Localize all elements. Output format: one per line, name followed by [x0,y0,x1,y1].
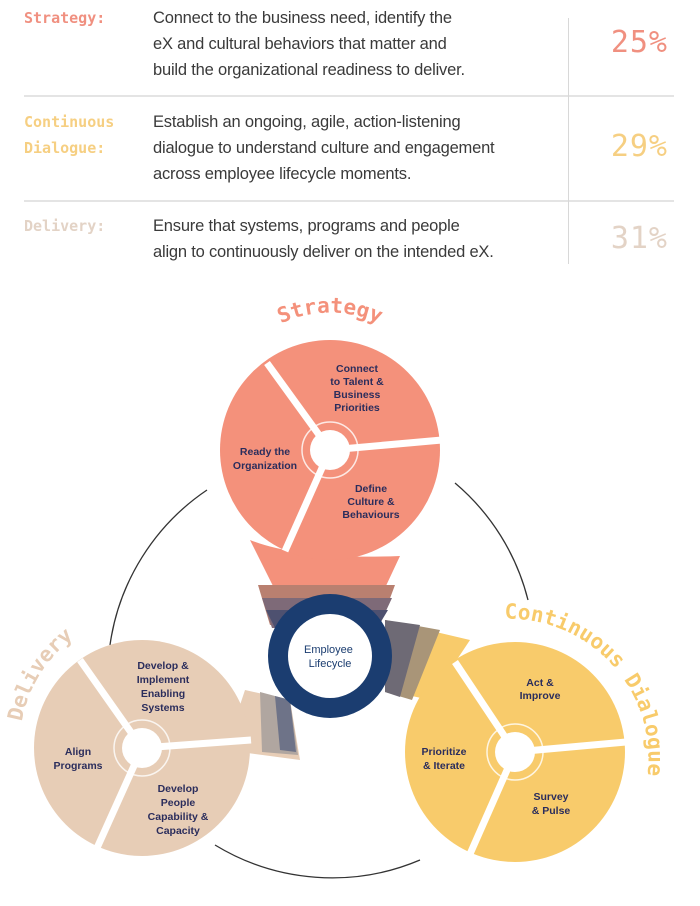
category-label: Delivery: [24,213,105,239]
category-line: Continuous [24,113,115,131]
description: Ensure that systems, programs and people… [153,213,494,265]
description-line: dialogue to understand culture and engag… [153,139,495,157]
percent-value: 25% [610,25,668,60]
category-line: Dialogue: [24,139,106,157]
segment-act-improve: Act &Improve [520,677,561,702]
description-line: Ensure that systems, programs and people [153,217,460,235]
percent-value: 31% [610,221,668,256]
funnel-dialogue [385,620,470,700]
description-line: Establish an ongoing, agile, action-list… [153,113,461,131]
orbit-arc [214,844,421,879]
description-line: across employee lifecycle moments. [153,165,412,183]
description: Establish an ongoing, agile, action-list… [153,109,495,187]
center-core [288,614,372,698]
divider [24,95,674,97]
description-line: Connect to the business need, identify t… [153,9,452,27]
center-label: Employee Lifecycle [304,644,356,670]
description-line: eX and cultural behaviors that matter an… [153,35,447,53]
category-line: Strategy: [24,9,106,27]
category-line: Delivery: [24,217,106,235]
description-line: align to continuously deliver on the int… [153,243,494,261]
strategy-title: Strategy [274,293,387,328]
orbit-arc [454,482,529,601]
orbit-arc [109,489,208,646]
percent-value: 29% [610,129,668,164]
orbit-arcs [109,482,529,879]
category-label: Continuous Dialogue: [24,109,114,161]
column-divider [568,18,569,264]
dialogue-circle: Act &Improve Prioritize& Iterate Survey&… [405,642,627,862]
description: Connect to the business need, identify t… [153,5,465,83]
description-line: build the organizational readiness to de… [153,61,465,79]
segment-prioritize-iterate: Prioritize& Iterate [422,746,467,772]
segment-survey-pulse: Survey& Pulse [532,791,571,817]
divider [24,200,674,202]
category-label: Strategy: [24,5,105,31]
